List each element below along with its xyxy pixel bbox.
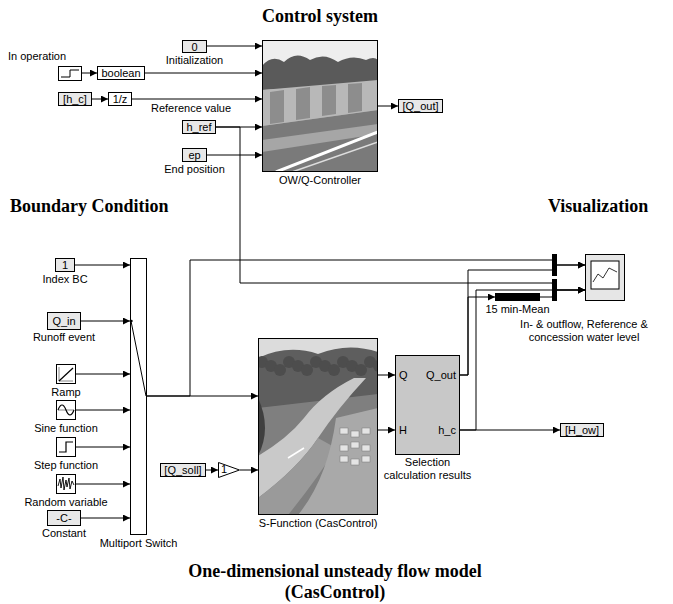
- constant-block: 0Initialization: [182, 40, 207, 53]
- block-icon: [258, 338, 378, 515]
- block-icon: [56, 474, 76, 494]
- signal-line: [207, 46, 262, 47]
- constant-block: epEnd position: [182, 148, 207, 162]
- random-block: Random variable: [56, 474, 76, 494]
- multiport-switch: Multiport Switch: [130, 258, 147, 535]
- block-text: 1: [221, 463, 227, 476]
- block-text: [Q_out]: [402, 100, 438, 113]
- block-label: Multiport Switch: [100, 537, 178, 550]
- scope-block: In- & outflow, Reference & concession wa…: [585, 254, 625, 301]
- constant-block: 1Index BC: [55, 258, 75, 272]
- signal-line: [75, 265, 130, 266]
- selection-block: QHQ_outh_cSelection calculation results: [395, 355, 460, 455]
- block-icon: [58, 66, 82, 81]
- section-heading: Visualization: [548, 196, 648, 217]
- block-label: H: [399, 424, 407, 437]
- signal-line: [460, 290, 585, 430]
- controller-block: OW/Q-Controller: [262, 40, 378, 172]
- block-label: Sine function: [34, 422, 98, 435]
- block-icon: [262, 40, 378, 172]
- signal-line: [540, 290, 585, 297]
- block-icon: [585, 254, 625, 301]
- block-text: h_ref: [186, 121, 211, 134]
- block-label: Selection calculation results: [380, 456, 476, 482]
- block-text: 1/z: [113, 93, 128, 106]
- block-text: -C-: [56, 512, 71, 525]
- block-icon: [56, 364, 76, 384]
- block-text: 0: [191, 40, 197, 53]
- signal-line: [378, 430, 395, 431]
- signal-line: [207, 155, 262, 156]
- block-label: End position: [164, 163, 225, 176]
- block-label: 15 min-Mean: [485, 303, 549, 316]
- signal-line: [378, 375, 395, 376]
- s-function-block: S-Function (CasControl): [258, 338, 378, 515]
- signal-line: [81, 321, 130, 322]
- signal-line: [76, 484, 130, 485]
- signal-line: [92, 99, 108, 100]
- signal-line: [81, 518, 130, 519]
- signal-line: [378, 106, 398, 107]
- block-label: S-Function (CasControl): [259, 517, 378, 530]
- block-icon: [56, 400, 76, 420]
- step-block: In operation: [58, 66, 82, 81]
- section-heading: One-dimensional unsteady flow model (Cas…: [170, 561, 500, 603]
- mean-block: 15 min-Mean: [495, 293, 540, 301]
- block-text: [H_ow]: [565, 424, 599, 437]
- constant-block: -C-Constant: [47, 510, 81, 526]
- ramp-block: Ramp: [56, 364, 76, 384]
- sine-block: Sine function: [56, 400, 76, 420]
- section-heading: Control system: [240, 6, 400, 27]
- signal-line: [240, 470, 258, 471]
- block-text: 1: [62, 259, 68, 272]
- block-label: Runoff event: [33, 331, 95, 344]
- block-label: Ramp: [51, 386, 80, 399]
- block-label: Initialization: [166, 54, 223, 67]
- from-tag: [h_c]: [58, 92, 92, 106]
- signal-line: [206, 470, 218, 471]
- signal-line: [145, 73, 262, 74]
- block-text: Q_in: [52, 315, 75, 328]
- block-text: h_c: [438, 424, 456, 437]
- block-text: ep: [188, 149, 200, 162]
- block-text: Q_out: [426, 369, 456, 382]
- block-label: Index BC: [42, 273, 87, 286]
- block-text: boolean: [101, 67, 140, 80]
- conversion-block: boolean: [97, 66, 145, 80]
- signal-line: [82, 73, 97, 74]
- block-text: Q: [399, 369, 408, 382]
- signal-label: Reference value: [150, 102, 232, 115]
- from-workspace-block: Q_inRunoff event: [47, 312, 81, 330]
- block-label: Step function: [34, 459, 98, 472]
- signal-line: [76, 410, 130, 411]
- block-text: [Q_soll]: [164, 464, 201, 477]
- block-icon: [130, 258, 147, 535]
- step-block: Step function: [56, 437, 76, 457]
- block-text: In- & outflow, Reference & concession wa…: [505, 318, 663, 344]
- mux-bar: [552, 279, 557, 301]
- signal-line: [76, 374, 130, 375]
- block-text: In operation: [8, 50, 66, 63]
- signal-line: [132, 99, 262, 100]
- goto-tag: [Q_out]: [398, 99, 443, 113]
- block-icon: [56, 437, 76, 457]
- block-label: Constant: [42, 527, 86, 540]
- gain-triangle: 1: [218, 462, 240, 478]
- block-label: Random variable: [24, 496, 107, 509]
- section-heading: Boundary Condition: [10, 196, 169, 217]
- constant-block: h_ref: [182, 120, 216, 134]
- signal-line: [76, 447, 130, 448]
- goto-tag: [H_ow]: [560, 423, 604, 437]
- block-label: OW/Q-Controller: [279, 174, 361, 187]
- unit-delay-block: 1/z: [108, 92, 132, 106]
- signal-line: [460, 430, 560, 431]
- block-text: [h_c]: [63, 93, 87, 106]
- from-tag: [Q_soll]: [160, 463, 206, 477]
- mux-bar: [552, 254, 557, 276]
